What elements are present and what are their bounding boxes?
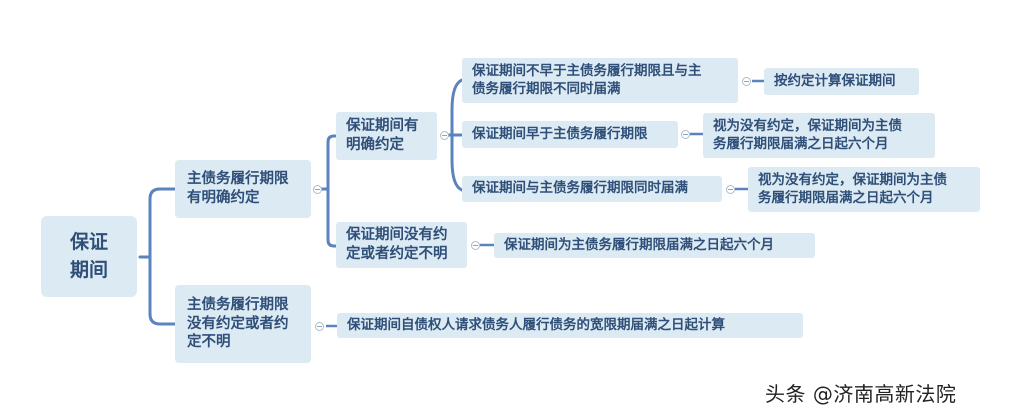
collapse-toggle-icon[interactable] — [315, 322, 324, 331]
node-label-line: 视为没有约定，保证期间为主债 — [713, 117, 902, 134]
node-label-line: 债务履行期限不同时届满 — [472, 80, 621, 97]
node-label: 按约定计算保证期间 — [774, 72, 896, 89]
node-term-agreed[interactable]: 主债务履行期限 有明确约定 — [175, 160, 311, 218]
node-label: 保证期间早于主债务履行期限 — [472, 125, 648, 142]
node-deemed-none-result[interactable]: 视为没有约定，保证期间为主债 务履行期限届满之日起六个月 — [703, 113, 935, 158]
node-label-line: 务履行期限届满之日起六个月 — [713, 135, 889, 152]
node-label: 保证期间为主债务履行期限届满之日起六个月 — [504, 236, 774, 253]
root-label-line1: 保证 — [69, 230, 108, 253]
node-label-line: 保证期间不早于主债务履行期限且与主 — [472, 62, 702, 79]
node-earlier[interactable]: 保证期间早于主债务履行期限 — [462, 121, 678, 148]
node-label-line: 有明确约定 — [187, 190, 260, 206]
node-grace-period-result[interactable]: 保证期间自债权人请求债务人履行债务的宽限期届满之日起计算 — [337, 313, 803, 338]
root-label: 保证 期间 — [70, 229, 108, 284]
node-label-line: 定不明 — [187, 334, 231, 351]
collapse-toggle-icon[interactable] — [313, 185, 322, 194]
collapse-toggle-icon[interactable] — [742, 77, 751, 86]
watermark: 头条 @济南高新法院 — [765, 382, 957, 406]
node-deemed-none-result[interactable]: 视为没有约定，保证期间为主债 务履行期限届满之日起六个月 — [748, 167, 980, 212]
node-not-earlier-not-same[interactable]: 保证期间不早于主债务履行期限且与主 债务履行期限不同时届满 — [462, 58, 738, 103]
node-label-line: 主债务履行期限 — [187, 296, 289, 313]
node-label: 保证期间与主债务履行期限同时届满 — [472, 180, 688, 197]
collapse-toggle-icon[interactable] — [726, 185, 735, 194]
collapse-toggle-icon[interactable] — [440, 131, 449, 140]
node-label: 保证期间自债权人请求债务人履行债务的宽限期届满之日起计算 — [347, 316, 725, 333]
node-label-line: 保证期间没有约 — [346, 227, 448, 244]
node-same-expiry[interactable]: 保证期间与主债务履行期限同时届满 — [462, 176, 722, 202]
node-label-line: 明确约定 — [346, 137, 404, 153]
node-label-line: 没有约定或者约 — [187, 315, 289, 332]
root-label-line2: 期间 — [69, 258, 108, 281]
node-label-line: 视为没有约定，保证期间为主债 — [758, 171, 947, 188]
node-six-months-result[interactable]: 保证期间为主债务履行期限届满之日起六个月 — [494, 233, 815, 258]
node-label-line: 主债务履行期限 — [187, 171, 289, 188]
node-guarantee-agreed[interactable]: 保证期间有 明确约定 — [336, 112, 437, 160]
node-label-line: 务履行期限届满之日起六个月 — [758, 189, 934, 206]
node-guarantee-not-agreed[interactable]: 保证期间没有约 定或者约定不明 — [336, 222, 467, 268]
node-label-line: 定或者约定不明 — [346, 246, 448, 262]
collapse-toggle-icon[interactable] — [681, 130, 690, 139]
root-node[interactable]: 保证 期间 — [41, 216, 137, 297]
node-as-agreed-result[interactable]: 按约定计算保证期间 — [764, 68, 919, 95]
collapse-toggle-icon[interactable] — [471, 241, 480, 250]
node-term-not-agreed[interactable]: 主债务履行期限 没有约定或者约 定不明 — [175, 285, 311, 363]
node-label-line: 保证期间有 — [346, 118, 419, 135]
